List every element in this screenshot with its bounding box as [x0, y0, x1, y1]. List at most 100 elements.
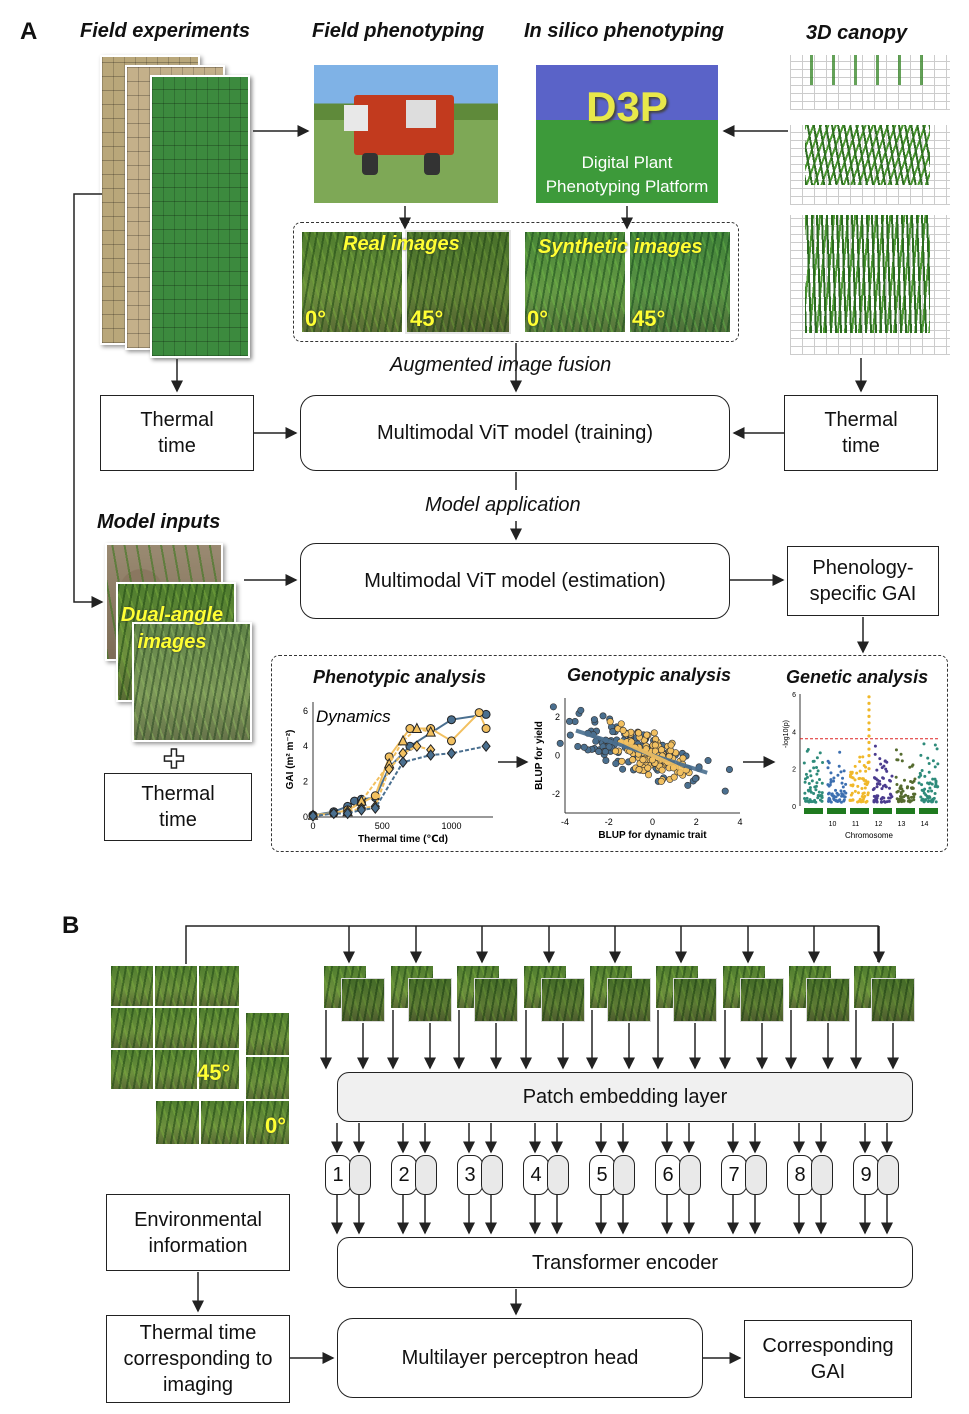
data-point: [619, 726, 627, 734]
x-tick-label: 10: [829, 821, 837, 828]
data-point: [816, 794, 820, 798]
data-point: [927, 799, 931, 803]
data-point: [858, 769, 862, 773]
data-point: [867, 714, 871, 718]
data-point: [842, 798, 846, 802]
data-point: [384, 763, 394, 776]
data-point: [839, 770, 843, 774]
data-point: [899, 790, 903, 794]
patch-grid-45deg: [110, 965, 240, 1090]
data-point: [867, 708, 871, 712]
data-point: [884, 767, 888, 771]
patch-image-45deg: [871, 978, 915, 1022]
augmented-fusion-label: Augmented image fusion: [390, 354, 612, 376]
data-point: [874, 796, 878, 800]
position-number: 7: [721, 1155, 747, 1195]
data-point: [919, 753, 923, 757]
data-point: [704, 757, 712, 765]
data-point: [821, 760, 825, 764]
data-point: [818, 777, 822, 781]
data-point: [804, 772, 808, 776]
position-tab: 1: [325, 1155, 371, 1195]
x-tick-label: 11: [852, 821, 859, 828]
data-point: [858, 755, 862, 759]
patch-image-45deg: [806, 978, 850, 1022]
data-point: [875, 782, 879, 786]
data-point: [921, 797, 925, 801]
data-point: [843, 795, 847, 799]
data-point: [803, 780, 807, 784]
patch-image-45deg: [408, 978, 452, 1022]
data-point: [878, 782, 882, 786]
data-point: [827, 784, 831, 788]
real-images-label: Real images: [343, 233, 460, 255]
data-point: [814, 800, 818, 804]
data-point: [905, 786, 909, 790]
data-point: [856, 800, 860, 804]
x-axis-label: Thermal time (℃d): [358, 834, 448, 845]
data-point: [880, 766, 884, 770]
data-point: [930, 789, 934, 793]
data-point: [936, 762, 940, 766]
data-point: [639, 756, 647, 764]
data-point: [911, 786, 915, 790]
patch-image-45deg: [607, 978, 651, 1022]
patch-image-45deg: [541, 978, 585, 1022]
data-point: [851, 784, 855, 788]
data-point: [881, 784, 885, 788]
data-point: [565, 717, 573, 725]
position-number: 2: [391, 1155, 417, 1195]
thermal-time-label: Thermal time: [141, 783, 215, 831]
data-point: [909, 799, 913, 803]
data-point: [895, 782, 899, 786]
data-point: [815, 765, 819, 769]
data-point: [836, 773, 840, 777]
data-point: [913, 777, 917, 781]
model-inputs-header: Model inputs: [97, 511, 221, 533]
patch-image-45deg: [673, 978, 717, 1022]
data-point: [861, 755, 865, 759]
data-point: [931, 777, 935, 781]
data-point: [658, 766, 666, 774]
data-point: [921, 789, 925, 793]
data-point: [882, 796, 886, 800]
data-point: [612, 760, 620, 768]
data-point: [912, 795, 916, 799]
data-point: [936, 785, 940, 789]
data-point: [850, 775, 854, 779]
x-tick-label: 0: [650, 817, 655, 827]
data-point: [922, 742, 926, 746]
data-point: [888, 779, 892, 783]
data-point: [826, 766, 830, 770]
data-point: [933, 743, 937, 747]
data-point: [887, 786, 891, 790]
data-point: [896, 758, 900, 762]
data-point: [810, 779, 814, 783]
data-point: [566, 731, 574, 739]
thermal-imaging-box: Thermal time corresponding to imaging: [106, 1315, 290, 1403]
data-point: [906, 794, 910, 798]
data-point: [867, 747, 871, 751]
data-point: [425, 725, 437, 737]
data-point: [875, 768, 879, 772]
data-point: [602, 757, 610, 765]
data-point: [809, 790, 813, 794]
position-tab: 9: [853, 1155, 899, 1195]
data-point: [599, 712, 607, 720]
data-point: [920, 768, 924, 772]
position-number: 1: [325, 1155, 351, 1195]
data-point: [923, 774, 927, 778]
position-tab: 7: [721, 1155, 767, 1195]
real-angle-0: 0°: [305, 306, 327, 331]
header-3d-canopy: 3D canopy: [806, 22, 908, 44]
data-point: [867, 740, 871, 745]
y-tick-label: -2: [552, 789, 560, 799]
data-point: [834, 795, 838, 799]
y-tick-label: 0: [303, 812, 308, 822]
x-tick-label: 0: [310, 821, 315, 831]
data-point: [650, 729, 658, 737]
chromosome-band: [804, 808, 823, 814]
